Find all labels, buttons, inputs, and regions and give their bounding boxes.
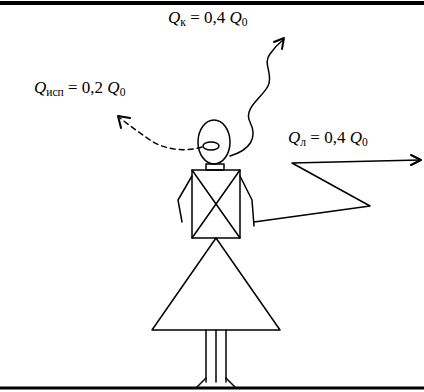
quantity-symbol: Q [350, 128, 362, 147]
quantity-symbol: Q [288, 128, 300, 147]
body-cross [192, 170, 240, 238]
arrowhead [274, 38, 284, 49]
subscript: 0 [242, 16, 248, 29]
top-border [0, 1, 424, 5]
quantity-symbol: Q [230, 8, 242, 27]
subscript: 0 [120, 86, 126, 99]
quantity-symbol: Q [168, 8, 180, 27]
convection-arrow [230, 40, 283, 156]
left-arm [178, 176, 192, 222]
skirt [152, 238, 280, 330]
radiation-arrow [254, 160, 420, 222]
body-cross [192, 170, 240, 238]
quantity-symbol: Q [107, 78, 119, 97]
leg [205, 330, 207, 382]
arrowhead [411, 155, 421, 165]
right-arm [240, 176, 254, 226]
quantity-symbol: Q [34, 78, 46, 97]
heat-flow-label: Qк = 0,4 Q0 [168, 8, 248, 28]
subscript: к [180, 16, 186, 29]
evaporation-arrow [120, 118, 202, 150]
heat-flow-label: Qл = 0,4 Q0 [288, 128, 368, 148]
heat-flow-label: Qисп = 0,2 Q0 [34, 78, 125, 98]
subscript: исп [46, 86, 63, 99]
ground-line [0, 387, 424, 390]
head [198, 120, 230, 164]
leg [215, 330, 217, 382]
mouth [203, 142, 219, 150]
subscript: 0 [362, 136, 368, 149]
subscript: л [300, 136, 306, 149]
neck [206, 164, 224, 170]
foot [196, 378, 206, 388]
arrowhead [118, 116, 130, 128]
leg [225, 330, 227, 382]
body [192, 170, 240, 238]
foot [226, 378, 236, 388]
